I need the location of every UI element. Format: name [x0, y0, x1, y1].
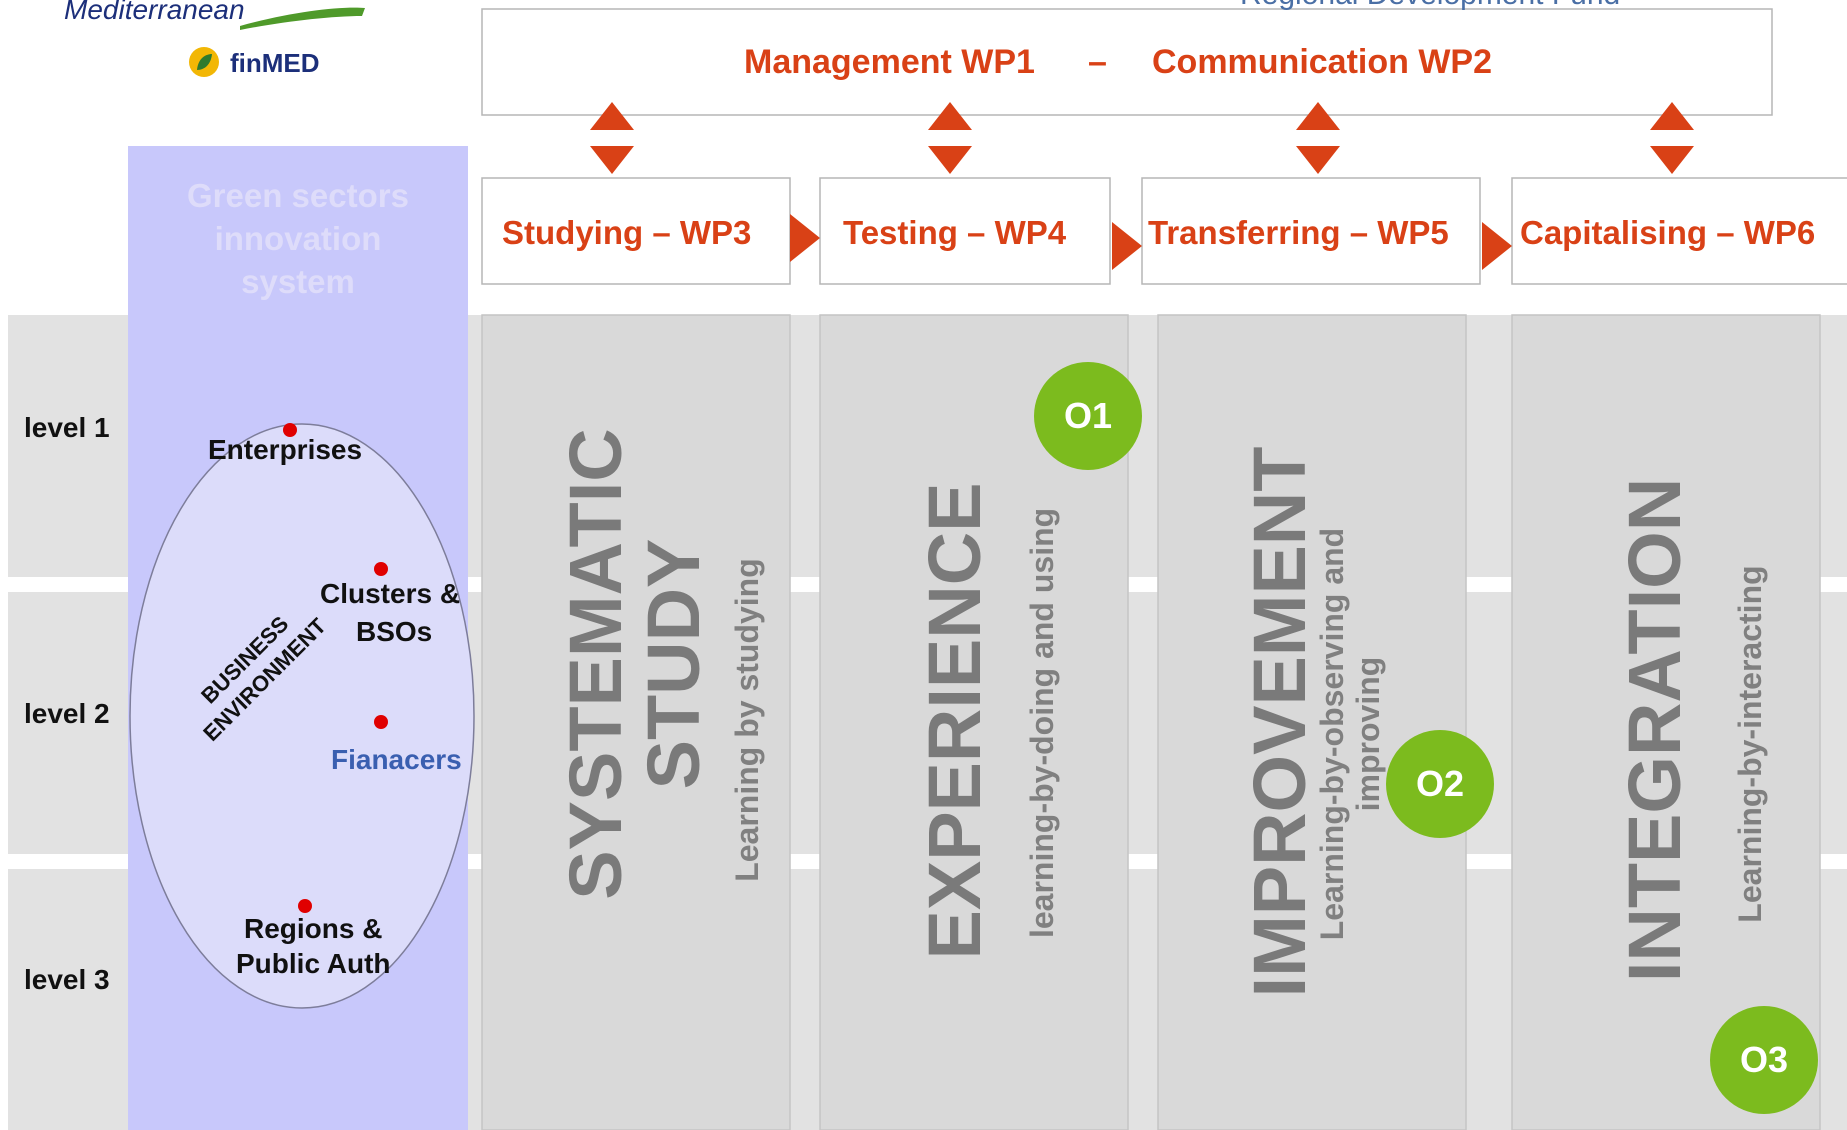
- logo-swoosh: [240, 7, 365, 30]
- wp-label-studying: Studying – WP3: [502, 214, 752, 251]
- objective-badge-2: O2: [1386, 730, 1494, 838]
- wp-label-transferring: Transferring – WP5: [1148, 214, 1449, 251]
- phase-column-1: [481, 314, 791, 1130]
- business-environment-ellipse: [129, 423, 475, 1009]
- management-label: Management WP1: [744, 43, 1035, 81]
- phase-learning-observing: Learning-by-observing and improving: [1314, 527, 1386, 941]
- double-arrow-1: [590, 102, 634, 174]
- double-arrow-3: [1296, 102, 1340, 174]
- phase-title-improvement: IMPROVEMENT: [1238, 446, 1321, 998]
- flow-arrow-1: [790, 214, 820, 262]
- phase-learning-doing: learning-by-doing and using: [1024, 507, 1060, 938]
- level-label-3: level 3: [24, 964, 110, 995]
- level-label-2: level 2: [24, 698, 110, 729]
- actor-regions-line1: Regions &: [244, 913, 383, 944]
- flow-arrow-2: [1112, 222, 1142, 270]
- double-arrow-2: [928, 102, 972, 174]
- logo-text: Mediterranean: [64, 0, 245, 25]
- dot-regions: [298, 899, 312, 913]
- communication-label: Communication WP2: [1152, 43, 1493, 81]
- double-arrow-4: [1650, 102, 1694, 174]
- phase-title-experience: EXPERIENCE: [913, 482, 996, 960]
- actor-clusters-line2: BSOs: [356, 616, 433, 647]
- phase-column-3: [1157, 314, 1467, 1130]
- project-name: finMED: [230, 48, 320, 78]
- wp-box-2: [819, 177, 1111, 285]
- phase-title-integration: INTEGRATION: [1613, 477, 1696, 983]
- dot-enterprises: [283, 423, 297, 437]
- management-dash: –: [1088, 43, 1107, 81]
- management-box: [481, 8, 1773, 116]
- objective-badge-3: O3: [1710, 1006, 1818, 1114]
- objective-badge-1: O1: [1034, 362, 1142, 470]
- wp-label-testing: Testing – WP4: [843, 214, 1067, 251]
- phase-column-4: [1511, 314, 1821, 1130]
- actor-financers: Fianacers: [331, 744, 462, 775]
- flow-arrow-3: [1482, 222, 1512, 270]
- dot-financers: [374, 715, 388, 729]
- wp-box-3: [1141, 177, 1481, 285]
- phase-title-systematic-study: SYSTEMATIC STUDY: [554, 428, 715, 900]
- innovation-system-title: Green sectors innovation system: [187, 177, 409, 300]
- wp-label-capitalising: Capitalising – WP6: [1520, 214, 1816, 251]
- level-label-1: level 1: [24, 412, 110, 443]
- phase-learning-studying: Learning by studying: [729, 558, 765, 882]
- dot-clusters: [374, 562, 388, 576]
- actor-regions-line2: Public Auth: [236, 948, 391, 979]
- wp-box-1: [481, 177, 791, 285]
- phase-learning-interacting: Learning-by-interacting: [1732, 565, 1768, 923]
- wp-box-4: [1511, 177, 1847, 285]
- actor-enterprises: Enterprises: [208, 434, 363, 465]
- fund-text: Regional Development Fund: [1240, 0, 1620, 12]
- actor-clusters-line1: Clusters &: [320, 578, 461, 609]
